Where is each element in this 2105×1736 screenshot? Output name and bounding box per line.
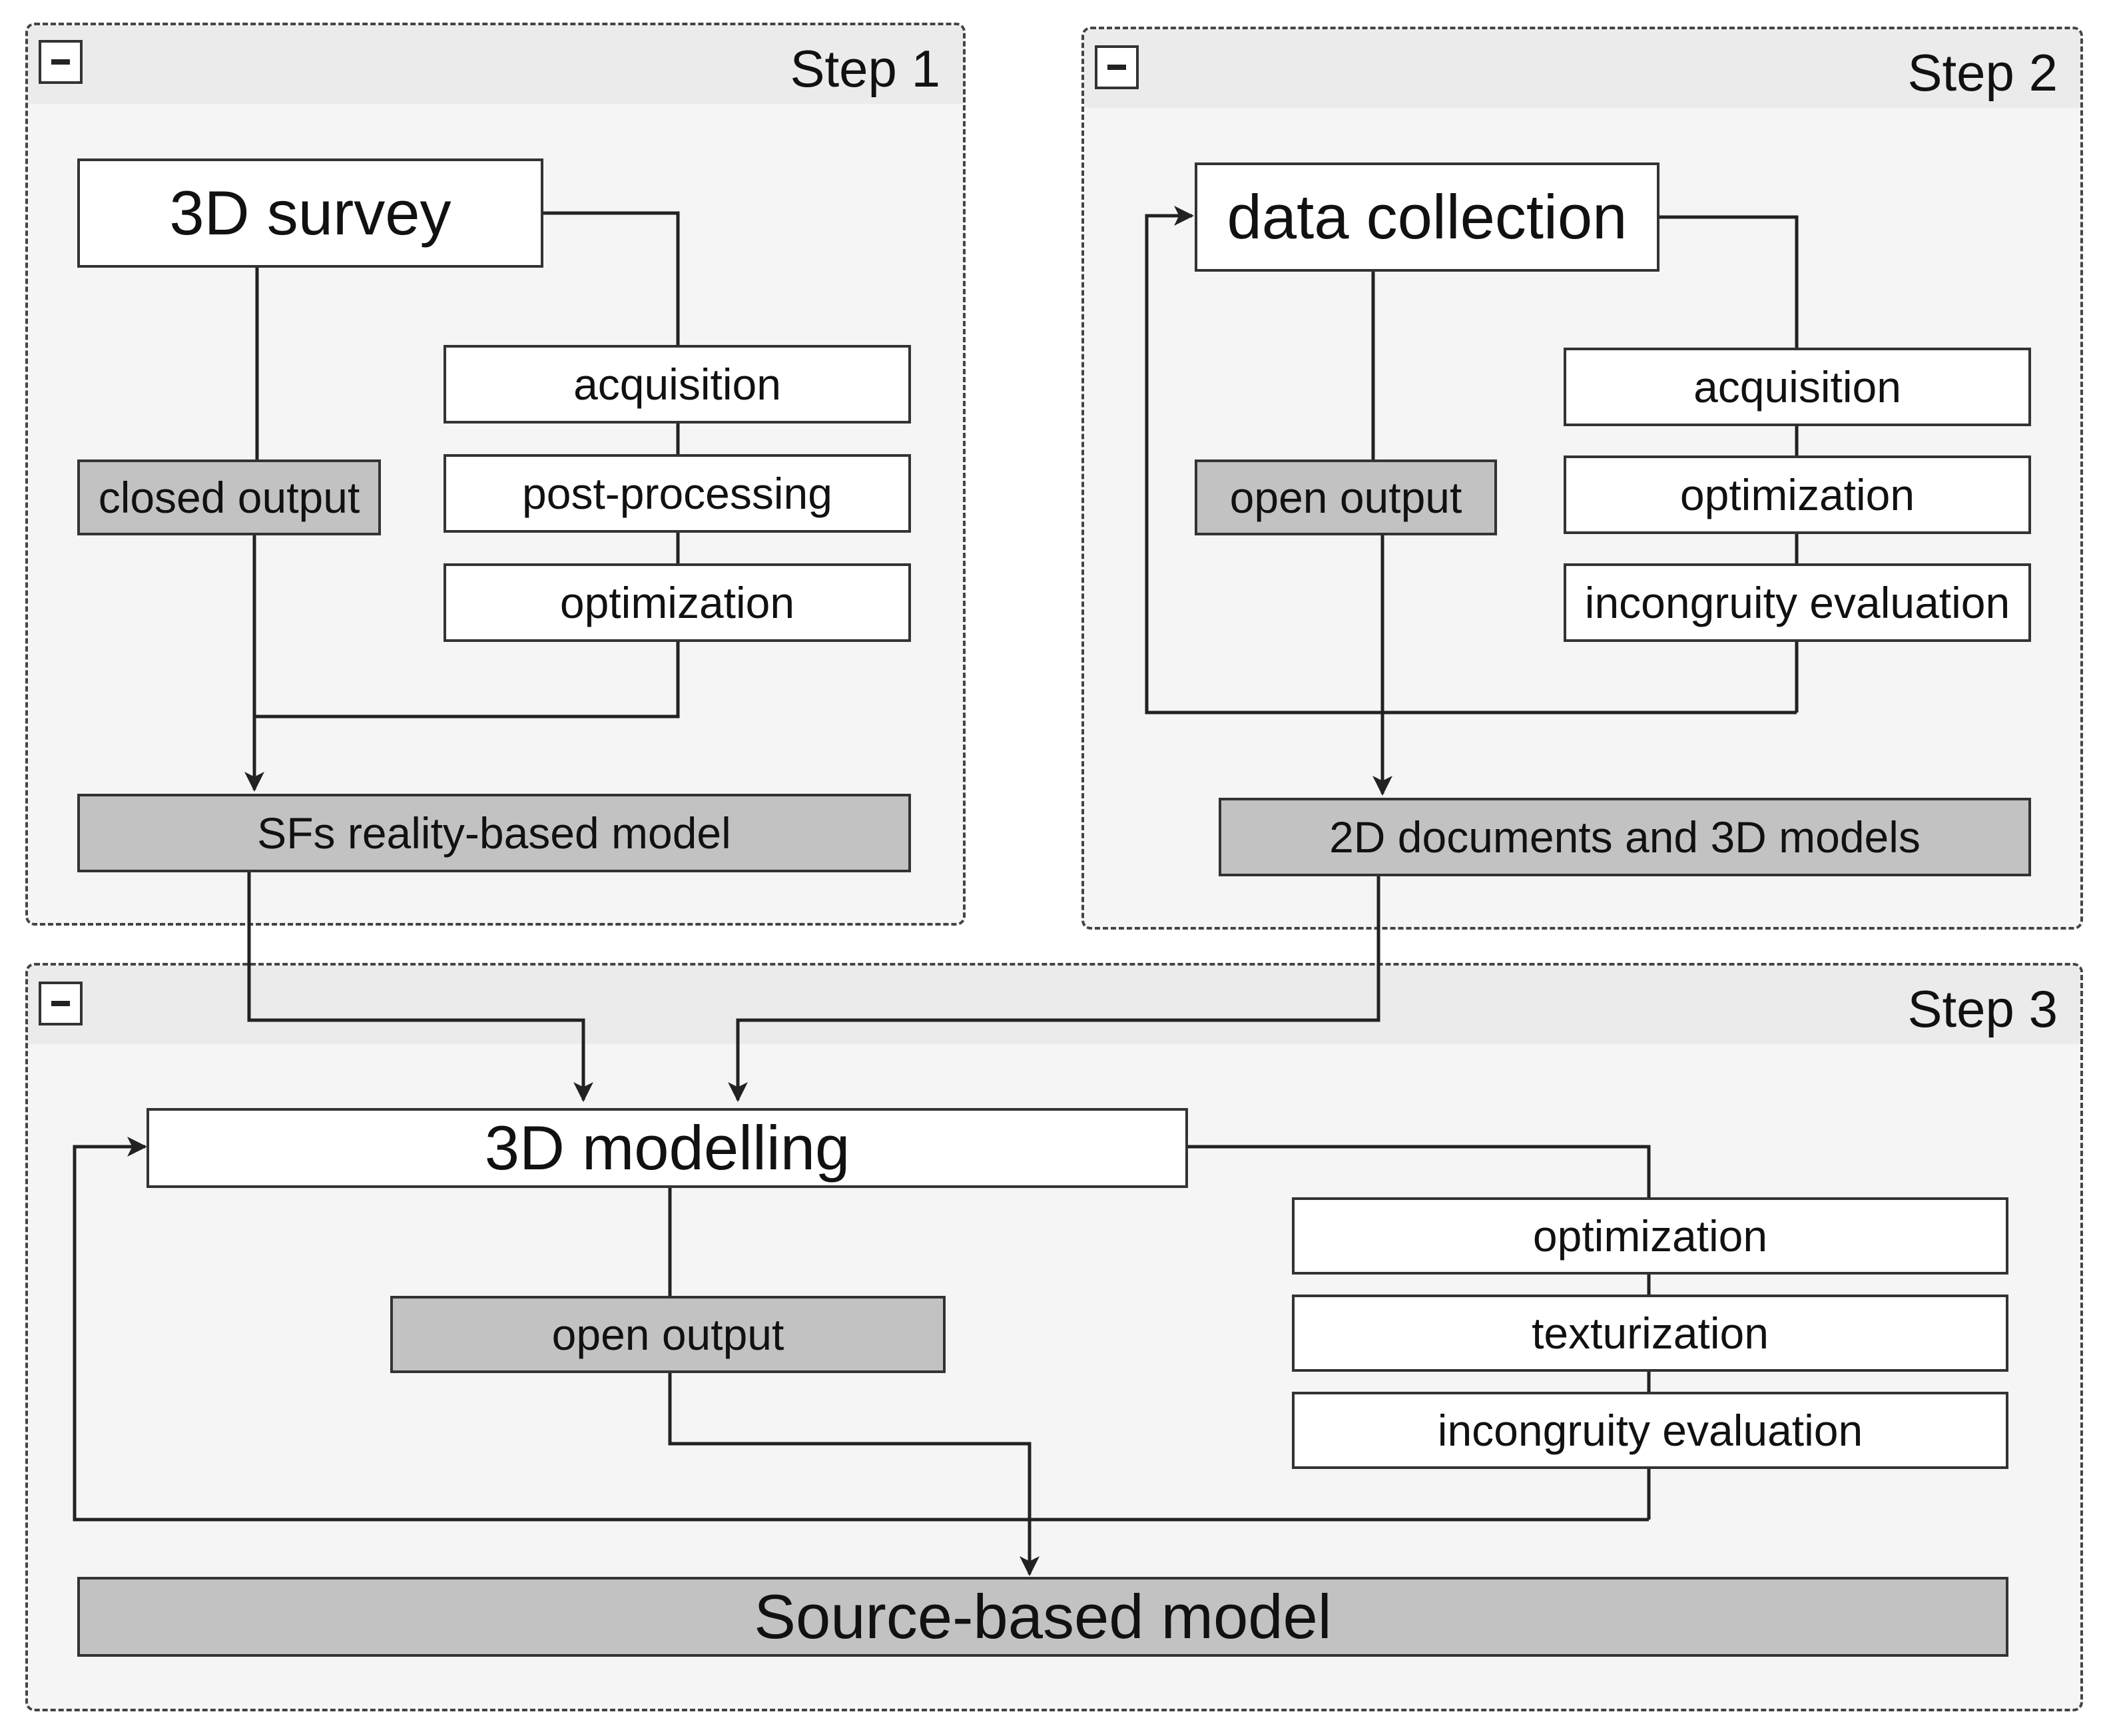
step2-output-box[interactable]: open output	[1195, 459, 1497, 535]
step1-task-box[interactable]: acquisition	[444, 345, 911, 424]
step3-task-box[interactable]: texturization	[1292, 1295, 2008, 1372]
step3-result-box[interactable]: Source-based model	[77, 1577, 2008, 1657]
step3-output-box[interactable]: open output	[390, 1296, 946, 1373]
step1-collapse-icon[interactable]	[39, 40, 83, 84]
step2-task-box[interactable]: optimization	[1564, 455, 2031, 534]
step3-title: Step 3	[1907, 980, 2058, 1038]
step3-main-box[interactable]: 3D modelling	[147, 1108, 1188, 1188]
step1-main-box[interactable]: 3D survey	[77, 158, 543, 268]
step3-task-box[interactable]: optimization	[1292, 1197, 2008, 1275]
step1-task-box[interactable]: post-processing	[444, 454, 911, 533]
step3-panel-header	[28, 966, 2080, 1044]
step2-task-box[interactable]: acquisition	[1564, 348, 2031, 426]
step2-title: Step 2	[1907, 43, 2058, 102]
step2-task-box[interactable]: incongruity evaluation	[1564, 563, 2031, 642]
step1-task-box[interactable]: optimization	[444, 563, 911, 642]
step2-panel-header	[1084, 29, 2080, 108]
step1-output-box[interactable]: closed output	[77, 459, 381, 535]
step2-main-box[interactable]: data collection	[1195, 162, 1659, 272]
step2-result-box[interactable]: 2D documents and 3D models	[1219, 798, 2031, 876]
step3-task-box[interactable]: incongruity evaluation	[1292, 1392, 2008, 1469]
step1-title: Step 1	[790, 39, 940, 98]
step2-collapse-icon[interactable]	[1095, 45, 1139, 89]
step1-panel-header	[28, 25, 963, 104]
step3-collapse-icon[interactable]	[39, 982, 83, 1025]
step1-result-box[interactable]: SFs reality-based model	[77, 794, 911, 872]
